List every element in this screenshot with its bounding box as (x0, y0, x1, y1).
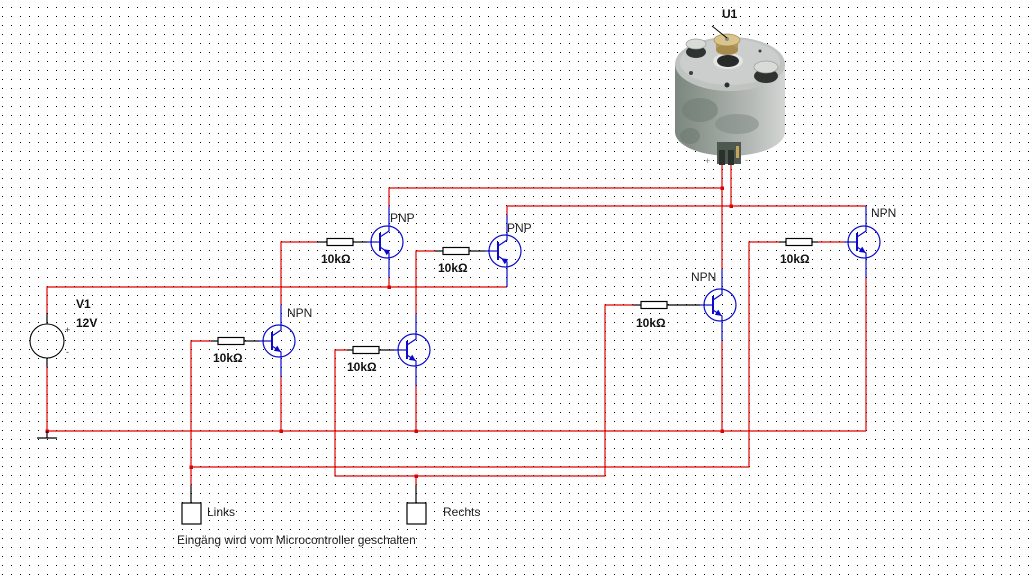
emitter-arrow (273, 345, 281, 352)
source-plus-label: + (65, 325, 70, 335)
resistor-value-label: 10kΩ (438, 261, 468, 275)
schematic-caption: Eingäng wird vom Microcontroller geschal… (177, 533, 416, 547)
junction-node (414, 474, 418, 478)
dc-motor-u1[interactable]: + - U1 (675, 7, 785, 166)
resistor-value-label: 10kΩ (347, 360, 377, 374)
resistor-value-label: 10kΩ (780, 252, 810, 266)
motor-shaft (725, 37, 729, 41)
pin-label: Rechts (443, 505, 480, 519)
collector-lead (271, 305, 282, 337)
motor-plus-terminal-label: + (705, 156, 710, 166)
motor-terminal (719, 150, 725, 165)
junction-node (387, 285, 391, 289)
ground-symbol[interactable] (37, 431, 57, 439)
motor-shading (680, 128, 700, 144)
emitter-lead (271, 345, 282, 377)
transistor-npn-3[interactable] (700, 269, 737, 341)
emitter-arrow (714, 309, 722, 316)
collector-lead (712, 269, 723, 301)
motor-minus-terminal-label: - (745, 155, 748, 165)
transistor-npn-1[interactable] (259, 305, 296, 377)
source-value-label: 12V (76, 316, 97, 330)
motor-shading (715, 114, 759, 134)
motor-screw-left (685, 38, 707, 50)
resistor-body (785, 237, 813, 247)
motor-small-hole (758, 49, 762, 53)
resistor-body (352, 345, 380, 355)
resistor-r1[interactable]: 10kΩ (317, 237, 367, 267)
transistor-pnp-2[interactable] (485, 215, 522, 287)
emitter-arrow (408, 354, 416, 361)
resistor-body (217, 336, 245, 346)
source-name-label: V1 (76, 297, 91, 311)
junction-node (729, 204, 733, 208)
emitter-lead (856, 246, 867, 278)
junction-node (414, 429, 418, 433)
junction-node (189, 465, 193, 469)
input-pin-links[interactable]: Links (181, 485, 235, 525)
collector-lead (856, 206, 867, 238)
motor-label-leader (711, 25, 728, 39)
resistor-r5[interactable]: 10kΩ (633, 300, 700, 331)
collector-lead (497, 215, 508, 247)
pin-box (181, 502, 202, 525)
motor-small-hole (689, 71, 693, 75)
resistor-body (326, 237, 354, 247)
transistor-npn-4[interactable] (844, 206, 881, 278)
emitter-arrow (383, 249, 391, 256)
transistor-type-label: PNP (390, 211, 415, 225)
wire-pnp2-base-to-npn2-collector[interactable] (415, 250, 435, 314)
junction-node (720, 186, 724, 190)
wire-pnp2-collector-to-npn4[interactable] (506, 205, 866, 215)
resistor-r3[interactable]: 10kΩ (211, 336, 259, 366)
transistor-type-label: NPN (871, 206, 896, 220)
resistor-r2[interactable]: 10kΩ (435, 246, 485, 276)
emitter-lead (712, 309, 723, 341)
emitter-lead (406, 354, 417, 386)
emitter-lead (497, 255, 508, 287)
motor-gear-bottom (716, 45, 738, 55)
resistor-body (442, 246, 470, 256)
resistor-value-label: 10kΩ (636, 316, 666, 330)
pin-box (406, 502, 427, 525)
voltage-source-v1[interactable]: + - V1 12V (29, 297, 97, 367)
motor-terminal-solder (736, 146, 739, 158)
resistor-value-label: 10kΩ (321, 252, 351, 266)
wire-supply-rail[interactable] (46, 286, 507, 313)
junction-node (279, 429, 283, 433)
emitter-arrow (501, 258, 509, 265)
wires (46, 165, 867, 485)
wire-pnp1-collector-to-motor-plus[interactable] (388, 187, 722, 206)
wire-pnp1-base-to-npn1-collector[interactable] (280, 241, 317, 305)
pin-label: Links (207, 505, 235, 519)
emitter-lead (379, 246, 390, 278)
motor-screw-right (753, 60, 779, 74)
wire-links-net[interactable] (191, 241, 779, 468)
motor-terminal (728, 150, 734, 165)
resistor-body (640, 300, 668, 310)
wire-links-to-npn1-base[interactable] (190, 340, 211, 485)
transistor-type-label: NPN (691, 270, 716, 284)
emitter-arrow (858, 246, 866, 253)
transistor-type-label: PNP (507, 221, 532, 235)
resistor-value-label: 10kΩ (213, 351, 243, 365)
motor-small-hole (724, 82, 730, 88)
transistor-pnp-1[interactable] (367, 206, 404, 278)
transistor-type-label: NPN (287, 306, 312, 320)
collector-lead (406, 314, 417, 346)
motor-screw-left-shadow (686, 46, 706, 58)
transistor-npn-2[interactable] (394, 314, 431, 386)
collector-lead (379, 206, 390, 238)
resistor-r4[interactable]: 10kΩ (347, 345, 394, 375)
resistor-r6[interactable]: 10kΩ (779, 237, 818, 267)
wire-rechts-net[interactable] (334, 304, 633, 477)
junction-node (720, 429, 724, 433)
motor-label: U1 (722, 7, 738, 21)
source-minus-label: - (66, 347, 69, 357)
input-pin-rechts[interactable]: Rechts (406, 485, 480, 525)
motor-center-hole (717, 55, 739, 67)
motor-shading (682, 98, 718, 122)
